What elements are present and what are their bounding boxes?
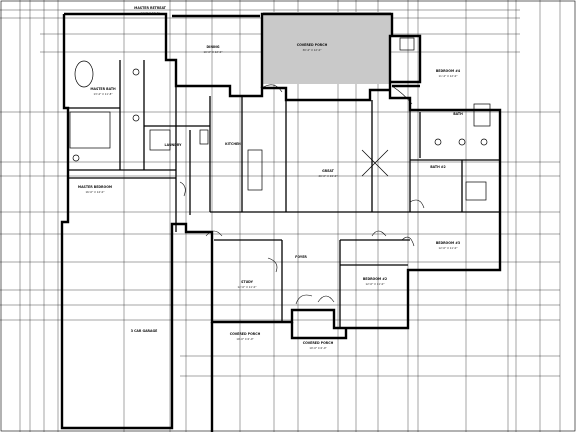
room-label-covered-porch-front: COVERED PORCH xyxy=(230,332,261,336)
room-size-master-bath: 13'-4" X 11'-8" xyxy=(93,92,112,96)
room-size-bedroom-2: 12'-0" X 11'-0" xyxy=(365,282,384,286)
interior-walls xyxy=(64,60,500,328)
rear-porch-slab xyxy=(263,12,391,84)
room-size-bedroom-4: 11'-4" X 12'-0" xyxy=(438,74,457,78)
room-label-bedroom-3: BEDROOM #3 xyxy=(436,241,460,245)
room-size-covered-porch-rear: 30'-4" X 12'-0" xyxy=(302,48,321,52)
room-size-covered-porch-front: 10'-0" X 6'-0" xyxy=(236,337,253,341)
room-label-covered-porch-rear: COVERED PORCH xyxy=(297,43,328,47)
room-label-study: STUDY xyxy=(241,280,253,284)
room-label-dining: DINING xyxy=(207,45,220,49)
room-size-master-bedroom: 16'-0" X 14'-0" xyxy=(85,190,104,194)
room-size-study: 12'-0" X 11'-0" xyxy=(237,285,256,289)
room-label-kitchen: KITCHEN xyxy=(225,142,241,146)
room-label-foyer: FOYER xyxy=(295,255,307,259)
room-label-bath: BATH xyxy=(453,112,463,116)
door-swings xyxy=(179,84,425,305)
room-label-master-bath: MASTER BATH xyxy=(90,87,116,91)
room-size-master-retreat: 14'-0" X 12'-4" xyxy=(140,11,159,15)
room-size-covered-porch-front-2: 10'-0" X 6'-0" xyxy=(309,346,326,350)
room-label-bath-2: BATH #2 xyxy=(430,165,446,169)
room-label-bedroom-2: BEDROOM #2 xyxy=(363,277,387,281)
room-label-great: GREAT xyxy=(322,169,334,173)
room-label-bedroom-4: BEDROOM #4 xyxy=(436,69,461,73)
room-size-great: 20'-0" X 19'-0" xyxy=(318,174,337,178)
dimension-lines xyxy=(0,0,561,432)
room-label-master-retreat: MASTER RETREAT xyxy=(134,6,167,10)
room-label-covered-porch-front-2: COVERED PORCH xyxy=(303,341,334,345)
room-size-dining: 10'-0" X 12'-0" xyxy=(203,50,222,54)
room-label-garage: 3 CAR GARAGE xyxy=(131,329,158,333)
room-size-bedroom-3: 12'-0" X 11'-0" xyxy=(438,246,457,250)
room-labels: MASTER RETREAT 14'-0" X 12'-4" DINING 10… xyxy=(78,6,463,350)
room-label-laundry: LAUNDRY xyxy=(165,143,183,147)
room-label-master-bedroom: MASTER BEDROOM xyxy=(78,185,112,189)
fixtures xyxy=(69,37,491,201)
